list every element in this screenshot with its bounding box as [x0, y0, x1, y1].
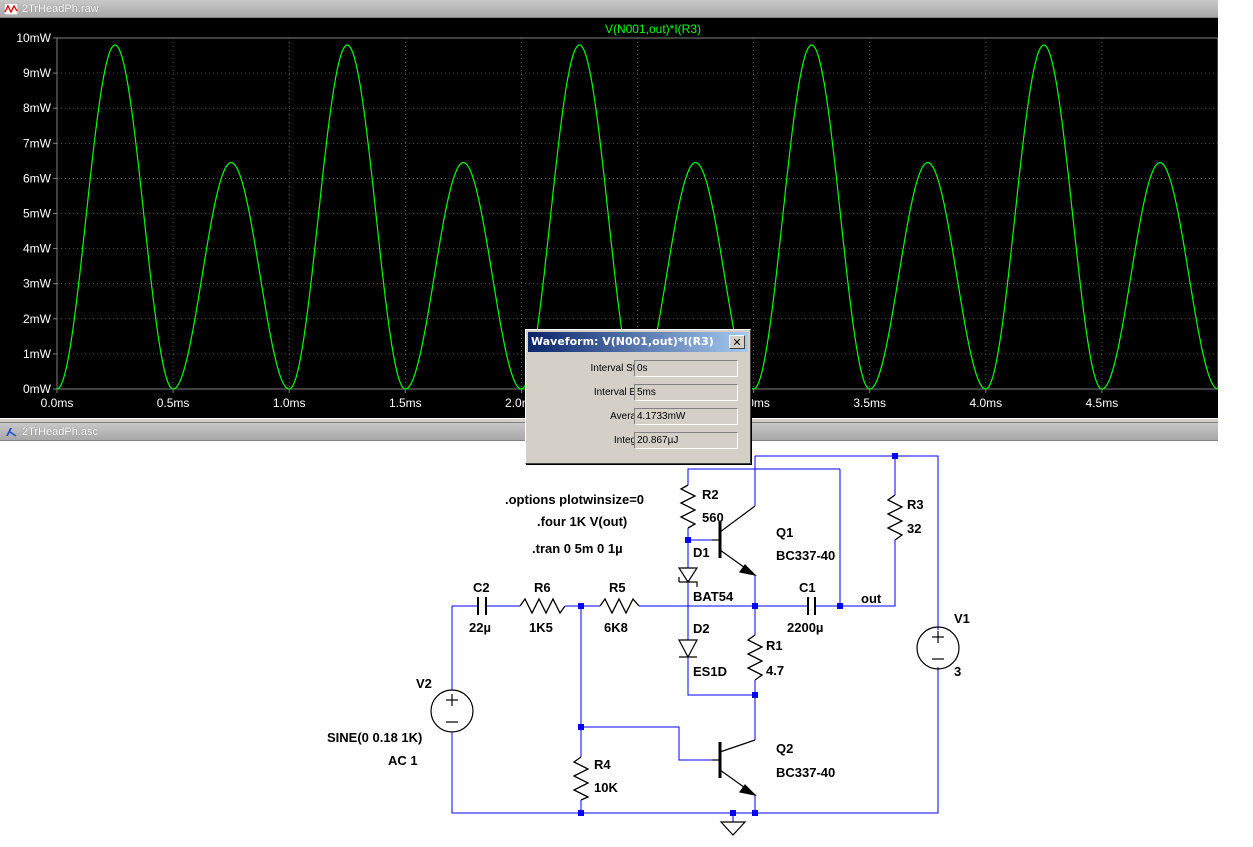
r5-value[interactable]: 6K8	[604, 620, 628, 635]
r1-name[interactable]: R1	[766, 638, 783, 653]
c1-name[interactable]: C1	[799, 580, 816, 595]
q2-name[interactable]: Q2	[776, 741, 793, 756]
interval-end-row: Interval End: 5ms	[526, 383, 750, 403]
wires	[451, 455, 939, 822]
d1-value[interactable]: BAT54	[693, 589, 734, 604]
average-label: Average:	[610, 411, 650, 422]
x-tick-label: 4.5ms	[1086, 396, 1119, 410]
d2-name[interactable]: D2	[693, 621, 710, 636]
average-row: Average: 4.1733mW	[526, 407, 750, 427]
schematic-window-title: 2TrHeadPh.asc	[22, 426, 99, 438]
directive-four[interactable]: .four 1K V(out)	[537, 514, 627, 529]
r6-value[interactable]: 1K5	[529, 620, 553, 635]
v2-value[interactable]: SINE(0 0.18 1K)	[327, 730, 422, 745]
interval-start-label: Interval Start:	[590, 363, 650, 374]
directive-options[interactable]: .options plotwinsize=0	[505, 492, 644, 507]
y-tick-label: 10mW	[16, 31, 51, 45]
interval-end-label: Interval End:	[593, 387, 650, 398]
r3-value[interactable]: 32	[907, 521, 921, 536]
y-tick-label: 3mW	[23, 277, 52, 291]
c2-value[interactable]: 22µ	[469, 620, 491, 635]
schematic-icon	[6, 428, 17, 437]
q2-value[interactable]: BC337-40	[776, 765, 835, 780]
interval-end-field[interactable]: 5ms	[634, 384, 738, 401]
diode-symbols	[677, 567, 699, 659]
ground-symbol	[719, 821, 747, 836]
dialog-title: Waveform: V(N001,out)*I(R3)	[531, 335, 714, 348]
transistor-symbols	[712, 505, 757, 796]
schematic-window[interactable]: 2TrHeadPh.asc	[0, 423, 1218, 847]
waveform-window-title: 2TrHeadPh.raw	[22, 3, 99, 15]
y-tick-label: 8mW	[23, 101, 52, 115]
right-margin	[1218, 0, 1253, 847]
r4-value[interactable]: 10K	[594, 780, 618, 795]
r2-name[interactable]: R2	[702, 487, 719, 502]
v1-value[interactable]: 3	[954, 664, 961, 679]
q1-name[interactable]: Q1	[776, 525, 793, 540]
x-tick-label: 4.0ms	[969, 396, 1002, 410]
r2-value[interactable]: 560	[702, 510, 724, 525]
c2-name[interactable]: C2	[473, 580, 490, 595]
capacitor-symbols	[477, 597, 816, 615]
close-button[interactable]: ✕	[729, 335, 745, 349]
v1-name[interactable]: V1	[954, 611, 970, 626]
voltage-source-symbols	[430, 626, 960, 733]
r5-name[interactable]: R5	[609, 580, 626, 595]
net-out-label[interactable]: out	[861, 591, 882, 606]
integral-row: Integral: 20.867µJ	[526, 431, 750, 451]
resistor-symbols	[519, 484, 904, 801]
interval-start-field[interactable]: 0s	[634, 360, 738, 377]
directive-tran[interactable]: .tran 0 5m 0 1µ	[532, 541, 623, 556]
junction-dots	[578, 453, 898, 816]
r1-value[interactable]: 4.7	[766, 663, 784, 678]
interval-start-row: Interval Start: 0s	[526, 359, 750, 379]
c1-value[interactable]: 2200µ	[787, 620, 823, 635]
y-tick-label: 6mW	[23, 171, 52, 185]
dialog-titlebar[interactable]: Waveform: V(N001,out)*I(R3) ✕	[528, 332, 748, 352]
y-tick-label: 1mW	[23, 347, 52, 361]
waveform-dialog[interactable]: Waveform: V(N001,out)*I(R3) ✕ Interval S…	[525, 329, 751, 464]
integral-label: Integral:	[613, 435, 650, 446]
integral-field[interactable]: 20.867µJ	[634, 432, 738, 449]
x-tick-label: 0.0ms	[41, 396, 74, 410]
y-axis-ticks: 0mW 1mW 2mW 3mW 4mW 5mW 6mW 7mW 8mW 9mW 10mW	[16, 31, 57, 396]
d2-value[interactable]: ES1D	[693, 664, 727, 679]
waveform-icon	[4, 3, 18, 15]
waveform-window-titlebar[interactable]: 2TrHeadPh.raw	[0, 0, 1218, 18]
r4-name[interactable]: R4	[594, 757, 611, 772]
average-field[interactable]: 4.1733mW	[634, 408, 738, 425]
r3-name[interactable]: R3	[907, 497, 924, 512]
d1-name[interactable]: D1	[693, 545, 710, 560]
y-tick-label: 2mW	[23, 312, 52, 326]
v2-name[interactable]: V2	[416, 676, 432, 691]
x-tick-label: 1.5ms	[389, 396, 422, 410]
y-tick-label: 9mW	[23, 66, 52, 80]
x-tick-label: 0.5ms	[157, 396, 190, 410]
v2-ac-value[interactable]: AC 1	[388, 753, 418, 768]
y-tick-label: 7mW	[23, 136, 52, 150]
schematic-canvas[interactable]: .options plotwinsize=0 .four 1K V(out) .…	[0, 441, 1218, 847]
y-tick-label: 0mW	[23, 382, 52, 396]
q1-value[interactable]: BC337-40	[776, 548, 835, 563]
r6-name[interactable]: R6	[534, 580, 551, 595]
y-tick-label: 5mW	[23, 207, 52, 221]
x-tick-label: 1.0ms	[273, 396, 306, 410]
x-tick-label: 3.5ms	[853, 396, 886, 410]
trace-label[interactable]: V(N001,out)*I(R3)	[605, 22, 701, 36]
y-tick-label: 4mW	[23, 242, 52, 256]
